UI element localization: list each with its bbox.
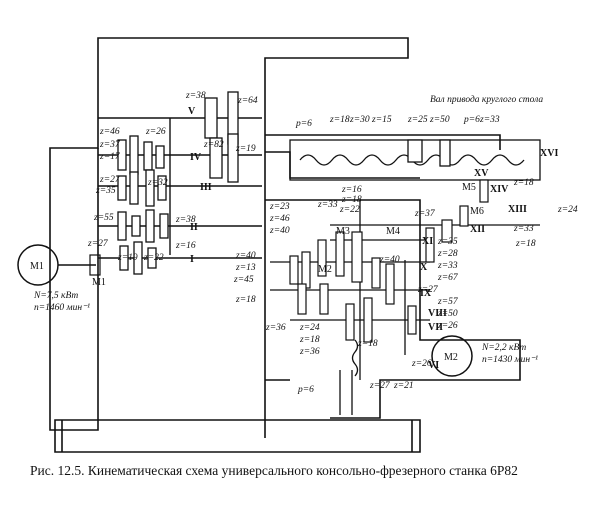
gear-label: z=16	[341, 185, 362, 195]
clutch-label: M3	[336, 226, 350, 237]
shaft-label: I	[190, 254, 194, 265]
feed-motor-m2: M2	[431, 335, 473, 377]
leadscrew-pitch: p=6	[297, 385, 314, 395]
shaft-label: III	[200, 182, 212, 193]
gear-label: z=82	[203, 140, 224, 150]
table-leadscrew	[289, 139, 541, 181]
gear-label: z=26	[145, 127, 166, 137]
gear-label: z=13	[235, 263, 256, 273]
kinematic-diagram: M1 M1 N=7,5 кВт n=1460 мин⁻¹	[17, 37, 578, 453]
spindle-gear-labels: z=38 z=64 z=46 z=26 z=37 z=17 z=82 z=19 …	[87, 91, 258, 263]
gear-label: z=27	[369, 381, 391, 391]
main-motor-power: N=7,5 кВт	[33, 291, 78, 301]
gear-label: z=22	[143, 253, 164, 263]
spindle-gears	[117, 91, 239, 275]
gear-label: z=33	[513, 224, 534, 234]
shaft-label: XVI	[540, 148, 558, 159]
gear-label: z=50	[429, 115, 450, 125]
shaft-label: IV	[190, 152, 202, 163]
gear-label: z=32	[147, 178, 168, 188]
gear-label: z=23	[269, 202, 290, 212]
feed-gear-labels: z=18 z=30 z=15 z=25 z=50 z=33 z=16 z=18 …	[233, 115, 578, 391]
gear-label: z=33	[437, 261, 458, 271]
gear-label: z=19	[235, 144, 256, 154]
feed-gears	[289, 179, 489, 343]
gear-label: z=40	[379, 255, 400, 265]
gear-label: z=46	[99, 127, 120, 137]
feed-motor-speed: n=1430 мин⁻¹	[482, 355, 538, 365]
shaft-label: II	[190, 222, 198, 233]
round-table-label: Вал привода круглого стола	[430, 94, 543, 105]
gear-label: z=24	[299, 323, 320, 333]
clutch-label: M6	[470, 206, 484, 217]
shaft-label: XIV	[490, 184, 509, 195]
gear-label: z=38	[185, 91, 206, 101]
gear-label: z=24	[557, 205, 578, 215]
gear-label: z=46	[269, 214, 290, 224]
clutch-label: M2	[318, 264, 332, 275]
gear-label: z=18	[513, 178, 534, 188]
gear-label: z=35	[437, 237, 458, 247]
feed-motor-power: N=2,2 кВт	[481, 343, 526, 353]
shaft-label: VIII	[428, 308, 447, 319]
gear-label: z=50	[437, 309, 458, 319]
gear-label: z=21	[393, 381, 414, 391]
shaft-label: XII	[470, 224, 485, 235]
gear-label: z=36	[265, 323, 286, 333]
gear-label: z=35	[95, 186, 116, 196]
gear-label: z=67	[437, 273, 459, 283]
shaft-label: VI	[428, 360, 439, 371]
gear-label: z=64	[237, 96, 258, 106]
gear-label: z=37	[99, 140, 121, 150]
gear-label: z=27	[87, 239, 109, 249]
gear-label: z=45	[233, 275, 254, 285]
gear-label: z=25	[407, 115, 428, 125]
gear-label: z=28	[437, 249, 458, 259]
gear-label: z=18	[235, 295, 256, 305]
gear-label: z=18	[329, 115, 350, 125]
leadscrew-pitch: p=6	[463, 115, 480, 125]
feed-shafts	[270, 200, 540, 415]
shaft-label: X	[420, 262, 428, 273]
gear-label: z=38	[175, 215, 196, 225]
gear-label: z=26	[437, 321, 458, 331]
gear-label: z=17	[99, 152, 121, 162]
shaft-label: VII	[428, 322, 443, 333]
gear-label: z=57	[437, 297, 459, 307]
gear-label: z=18	[299, 335, 320, 345]
main-motor-speed: n=1460 мин⁻¹	[34, 303, 90, 313]
gear-label: z=16	[175, 241, 196, 251]
leadscrew-pitch: p=6	[295, 119, 312, 129]
gear-label: z=18	[515, 239, 536, 249]
gear-label: z=30	[349, 115, 370, 125]
main-motor-m1: M1 M1	[17, 244, 106, 288]
svg-text:M2: M2	[444, 352, 458, 363]
figure-caption: Рис. 12.5. Кинематическая схема универса…	[30, 463, 518, 478]
clutch-label: M4	[386, 226, 400, 237]
shaft-label: XI	[422, 236, 433, 247]
gear-label: z=22	[339, 205, 360, 215]
shaft-label: V	[188, 106, 196, 117]
gear-label: z=18	[341, 195, 362, 205]
gear-label: z=33	[317, 200, 338, 210]
gear-label: z=26	[411, 359, 432, 369]
gear-label: z=27	[417, 285, 439, 295]
gear-label: z=15	[371, 115, 392, 125]
shaft-label: XV	[474, 168, 489, 179]
gear-label: z=55	[93, 213, 114, 223]
shaft-label: XIII	[508, 204, 527, 215]
shaft-label: IX	[420, 288, 432, 299]
svg-text:M1: M1	[92, 277, 106, 288]
feed-shaft-labels: VI VII VIII IX X XI XII XIII XIV XV XVI	[420, 148, 558, 371]
gear-label: z=36	[299, 347, 320, 357]
gear-label: z=40	[235, 251, 256, 261]
clutch-label: M5	[462, 182, 476, 193]
gear-label: z=27	[99, 175, 121, 185]
svg-text:M1: M1	[30, 261, 44, 272]
gear-label: z=19	[117, 253, 138, 263]
gear-label: z=40	[269, 226, 290, 236]
gear-label: z=18	[357, 339, 378, 349]
gear-label: z=37	[414, 209, 436, 219]
gear-label: z=33	[479, 115, 500, 125]
